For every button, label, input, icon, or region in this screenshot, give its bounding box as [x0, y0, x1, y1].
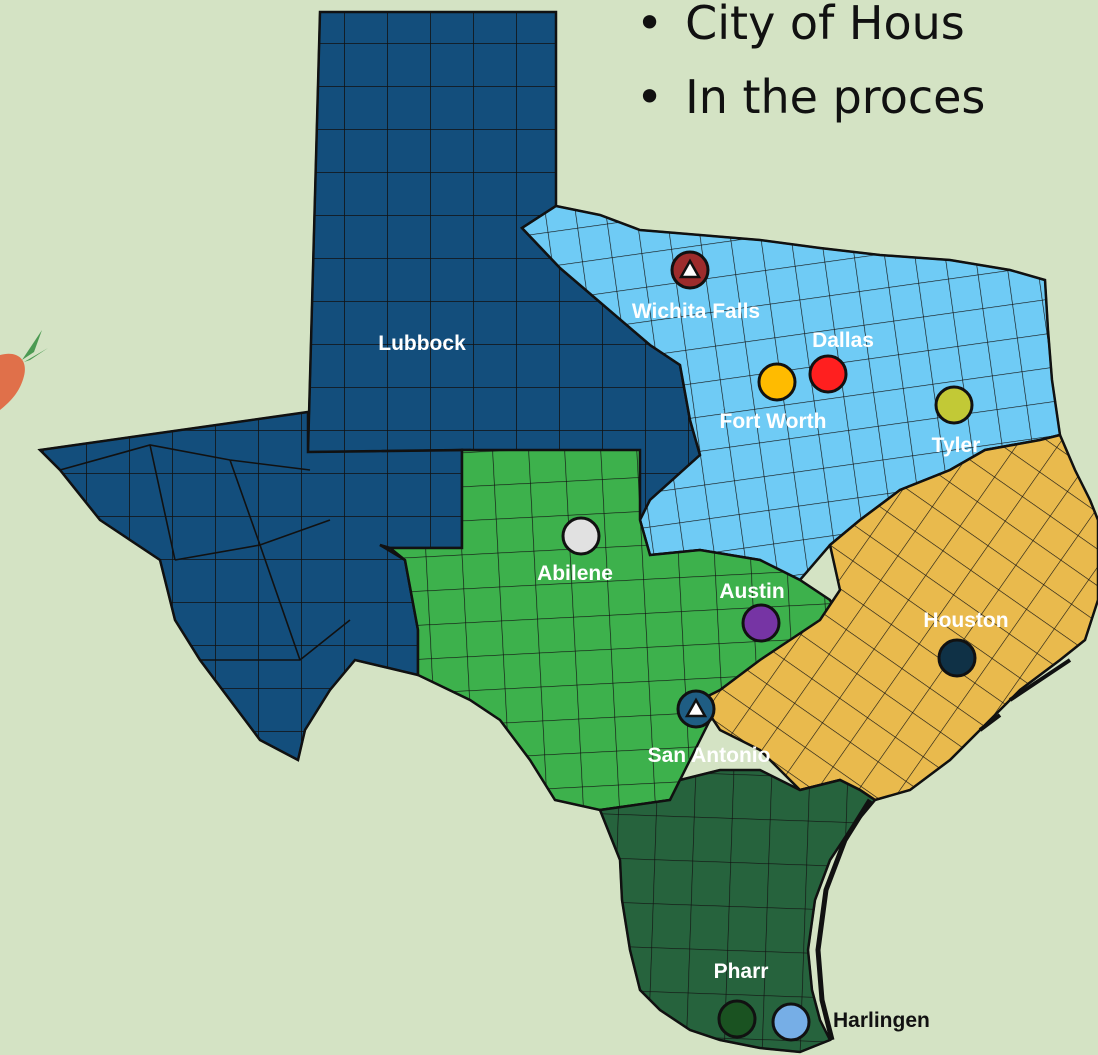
city-pharr: Pharr — [714, 960, 769, 1039]
dallas-marker-icon — [808, 354, 848, 394]
houston-marker-icon — [937, 638, 977, 678]
wichita-falls-label: Wichita Falls — [632, 300, 760, 323]
tyler-label: Tyler — [932, 434, 981, 457]
austin-label: Austin — [719, 580, 784, 603]
abilene-marker-icon — [561, 516, 601, 556]
san-antonio-triangle-icon — [684, 697, 708, 718]
city-houston: Houston — [923, 609, 1009, 678]
region-central — [386, 448, 852, 812]
city-dallas: Dallas — [808, 329, 874, 394]
wichita-falls-triangle-icon — [678, 258, 702, 279]
city-tyler: Tyler — [932, 385, 981, 457]
city-fort-worth: Fort Worth — [720, 362, 827, 433]
lubbock-label: Lubbock — [378, 332, 466, 355]
region-gulf-east — [698, 433, 1098, 802]
pharr-marker-icon — [717, 999, 757, 1039]
city-austin: Austin — [719, 580, 785, 643]
region-south — [598, 768, 877, 1054]
abilene-label: Abilene — [537, 562, 613, 585]
pharr-label: Pharr — [714, 960, 769, 983]
san-antonio-label: San Antonio — [648, 744, 771, 767]
city-abilene: Abilene — [537, 516, 613, 585]
slide-bullet-in-the-process: In the proces — [636, 74, 985, 120]
tyler-marker-icon — [934, 385, 974, 425]
slide-bullet-city-of-houston: City of Hous — [636, 0, 965, 46]
houston-label: Houston — [923, 609, 1008, 632]
city-san-antonio: San Antonio — [648, 689, 771, 767]
harlingen-label: Harlingen — [833, 1009, 930, 1032]
harlingen-marker-icon — [771, 1002, 811, 1042]
fort-worth-label: Fort Worth — [720, 410, 827, 433]
fort-worth-marker-icon — [757, 362, 797, 402]
city-lubbock: Lubbock — [378, 332, 466, 355]
austin-marker-icon — [741, 603, 781, 643]
city-wichita-falls: Wichita Falls — [632, 250, 760, 323]
dallas-label: Dallas — [812, 329, 874, 352]
carrot-decoration-icon — [0, 330, 48, 410]
city-harlingen: Harlingen — [771, 1002, 930, 1042]
